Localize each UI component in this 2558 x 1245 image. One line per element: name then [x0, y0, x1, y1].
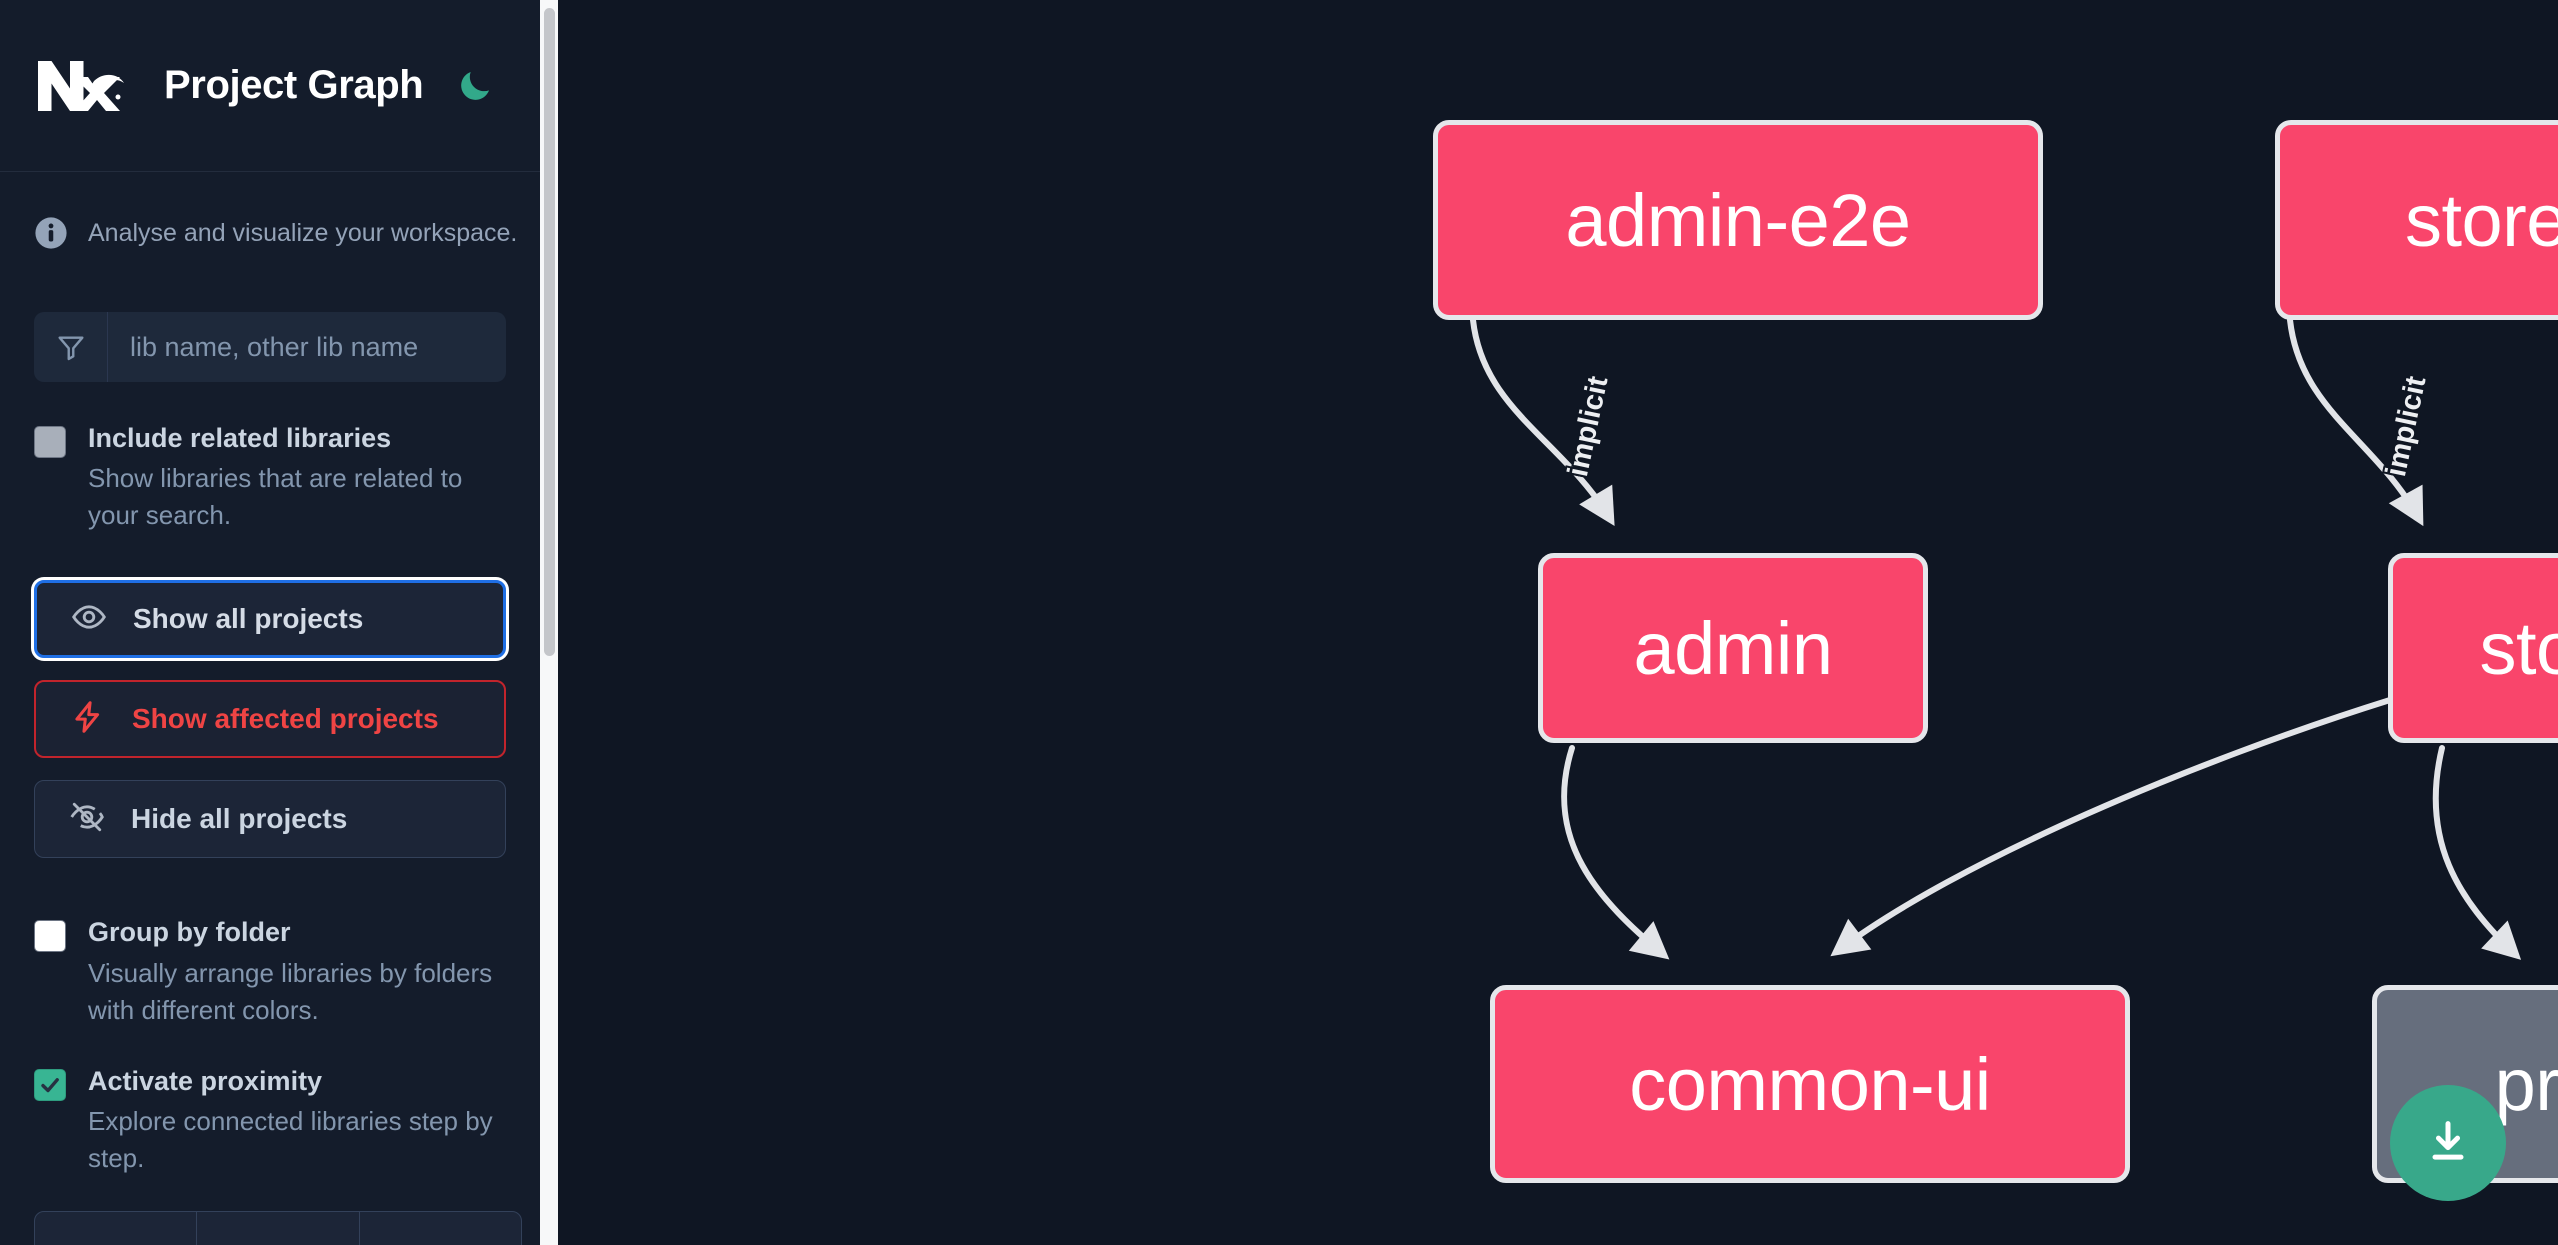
- edge-store-to-products: [2432, 745, 2522, 960]
- node-label: admin-e2e: [1565, 178, 1911, 262]
- edge-admin-to-common-ui: [1561, 745, 1670, 960]
- edge-admin-e2e-to-admin: [1470, 317, 1615, 527]
- checkbox-group-by-folder[interactable]: Group by folder Visually arrange librari…: [34, 914, 506, 1028]
- segmented-control-partial[interactable]: [34, 1211, 522, 1245]
- info-icon: [34, 216, 68, 250]
- segment-3[interactable]: [360, 1212, 521, 1245]
- page-title: Project Graph: [164, 63, 424, 107]
- edge-store-to-common-ui: [1830, 697, 2393, 957]
- search-row: [34, 312, 506, 382]
- button-label: Hide all projects: [131, 803, 348, 835]
- segment-1[interactable]: [35, 1212, 198, 1245]
- search-input[interactable]: [108, 312, 506, 382]
- download-graph-button[interactable]: [2390, 1085, 2506, 1201]
- checkbox-box[interactable]: [34, 920, 66, 953]
- hide-all-projects-button[interactable]: Hide all projects: [34, 780, 506, 859]
- checkbox-description: Show libraries that are related to your …: [88, 463, 463, 531]
- graph-edges-layer: [1470, 317, 2522, 960]
- edge-store-e2e-to-store: [2287, 317, 2424, 527]
- show-affected-projects-button[interactable]: Show affected projects: [34, 680, 506, 759]
- sidebar-header: Project Graph: [0, 0, 540, 172]
- sidebar-scrollbar[interactable]: [540, 0, 558, 1245]
- node-label: admin: [1633, 606, 1833, 690]
- graph-node-store[interactable]: store: [2388, 553, 2558, 743]
- graph-node-store-e2e[interactable]: store-e2e: [2275, 120, 2558, 320]
- checkbox-label: Group by folder: [88, 917, 291, 948]
- graph-node-admin[interactable]: admin: [1538, 553, 1928, 743]
- graph-canvas[interactable]: admin-e2e store-e2e admin store common-u…: [558, 0, 2558, 1245]
- moon-icon[interactable]: [455, 66, 495, 106]
- eye-off-icon: [69, 799, 105, 840]
- visibility-button-group: Show all projects Show affected projects: [34, 580, 506, 859]
- checkbox-box[interactable]: [34, 1068, 66, 1101]
- download-icon: [2422, 1116, 2474, 1171]
- lightning-icon: [70, 699, 106, 740]
- workspace-info: Analyse and visualize your workspace.: [0, 172, 540, 250]
- graph-node-common-ui[interactable]: common-ui: [1490, 985, 2130, 1183]
- checkbox-include-related-libraries[interactable]: Include related libraries Show libraries…: [34, 420, 506, 534]
- checkbox-box[interactable]: [34, 426, 66, 458]
- button-label: Show affected projects: [132, 703, 439, 735]
- sidebar-scroll-content: Project Graph Analyse and visualize your…: [0, 0, 540, 1245]
- node-label: products: [2494, 1042, 2558, 1126]
- workspace-info-text: Analyse and visualize your workspace.: [88, 218, 518, 247]
- checkbox-label: Include related libraries: [88, 423, 392, 453]
- show-all-projects-button[interactable]: Show all projects: [34, 580, 506, 659]
- nx-logo-icon: [34, 55, 130, 117]
- node-label: store-e2e: [2404, 178, 2558, 262]
- graph-node-admin-e2e[interactable]: admin-e2e: [1433, 120, 2043, 320]
- button-label: Show all projects: [133, 603, 364, 635]
- checkbox-activate-proximity[interactable]: Activate proximity Explore connected lib…: [34, 1063, 506, 1177]
- funnel-icon: [34, 312, 108, 382]
- sidebar-scrollbar-thumb[interactable]: [544, 8, 555, 656]
- segment-2[interactable]: [197, 1212, 360, 1245]
- checkbox-description: Visually arrange libraries by folders wi…: [88, 957, 493, 1025]
- checkbox-label: Activate proximity: [88, 1065, 323, 1096]
- sidebar: Project Graph Analyse and visualize your…: [0, 0, 558, 1245]
- eye-icon: [71, 599, 107, 640]
- node-label: common-ui: [1629, 1042, 1991, 1126]
- node-label: store: [2479, 606, 2558, 690]
- checkbox-description: Explore connected libraries step by step…: [88, 1105, 493, 1173]
